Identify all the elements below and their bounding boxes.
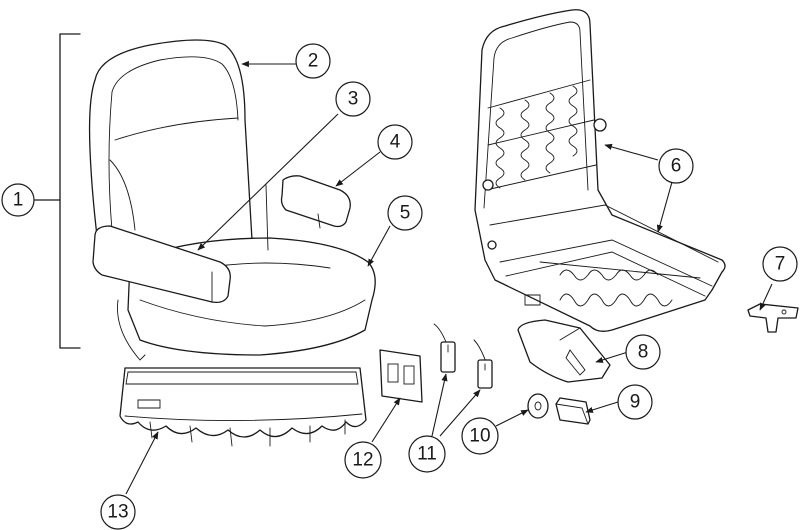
callout-10: 10 xyxy=(462,418,498,454)
callout-label: 9 xyxy=(630,392,641,413)
callout-label: 11 xyxy=(417,444,437,465)
mounting-bracket xyxy=(748,304,798,332)
assembly-bracket xyxy=(33,34,80,348)
switch-set xyxy=(434,324,492,388)
callout-6: 6 xyxy=(659,149,693,183)
callout-label: 5 xyxy=(400,203,411,224)
callout-3: 3 xyxy=(336,82,370,116)
washer xyxy=(528,394,548,418)
switch-plate xyxy=(380,350,422,402)
callout-2: 2 xyxy=(296,44,330,78)
callout-label: 12 xyxy=(352,450,373,471)
callout-1: 1 xyxy=(2,184,34,216)
callout-label: 10 xyxy=(469,426,490,447)
callout-13: 13 xyxy=(101,495,135,529)
callout-label: 4 xyxy=(390,132,401,153)
callout-label: 13 xyxy=(107,502,128,523)
callout-11: 11 xyxy=(409,436,445,472)
seat-assembly xyxy=(90,40,376,360)
callout-8: 8 xyxy=(626,335,660,369)
callout-9: 9 xyxy=(618,385,652,419)
callout-4: 4 xyxy=(378,125,412,159)
callout-label: 8 xyxy=(638,342,649,363)
callout-5: 5 xyxy=(388,196,422,230)
callout-label: 7 xyxy=(775,254,786,275)
callout-7: 7 xyxy=(763,247,797,281)
hinge-cover xyxy=(518,320,610,382)
callout-label: 2 xyxy=(308,51,319,72)
callout-label: 1 xyxy=(13,190,24,211)
callout-12: 12 xyxy=(345,442,381,478)
callout-label: 3 xyxy=(348,89,359,110)
knob xyxy=(556,398,590,424)
callout-label: 6 xyxy=(671,156,682,177)
